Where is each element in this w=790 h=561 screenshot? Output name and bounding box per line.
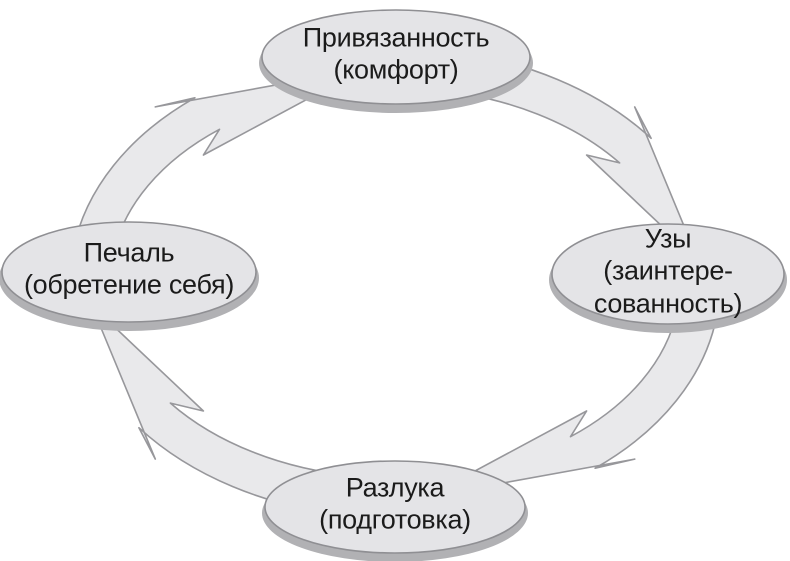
node-bonds (549, 223, 787, 333)
node-attachment (259, 9, 533, 113)
node-separation (262, 460, 528, 561)
node-ellipse (1, 221, 257, 323)
node-ellipse (261, 9, 531, 105)
node-ellipse (551, 223, 785, 325)
node-ellipse (264, 460, 526, 554)
node-sadness (0, 221, 259, 331)
